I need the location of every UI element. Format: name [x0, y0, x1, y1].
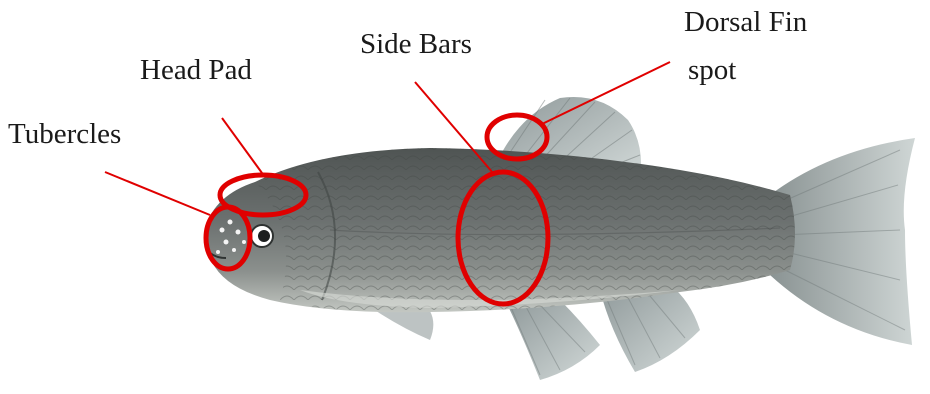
head-pad-leader [222, 118, 262, 173]
side-bars-label: Side Bars [360, 30, 472, 59]
dorsal-fin-spot-label: spot [688, 56, 736, 85]
pelvic-fin [505, 300, 600, 380]
dorsal-fin-label: Dorsal Fin [684, 8, 807, 37]
tubercles-label: Tubercles [8, 120, 121, 149]
tubercles-leader [105, 172, 210, 215]
head-pad-label: Head Pad [140, 56, 252, 85]
